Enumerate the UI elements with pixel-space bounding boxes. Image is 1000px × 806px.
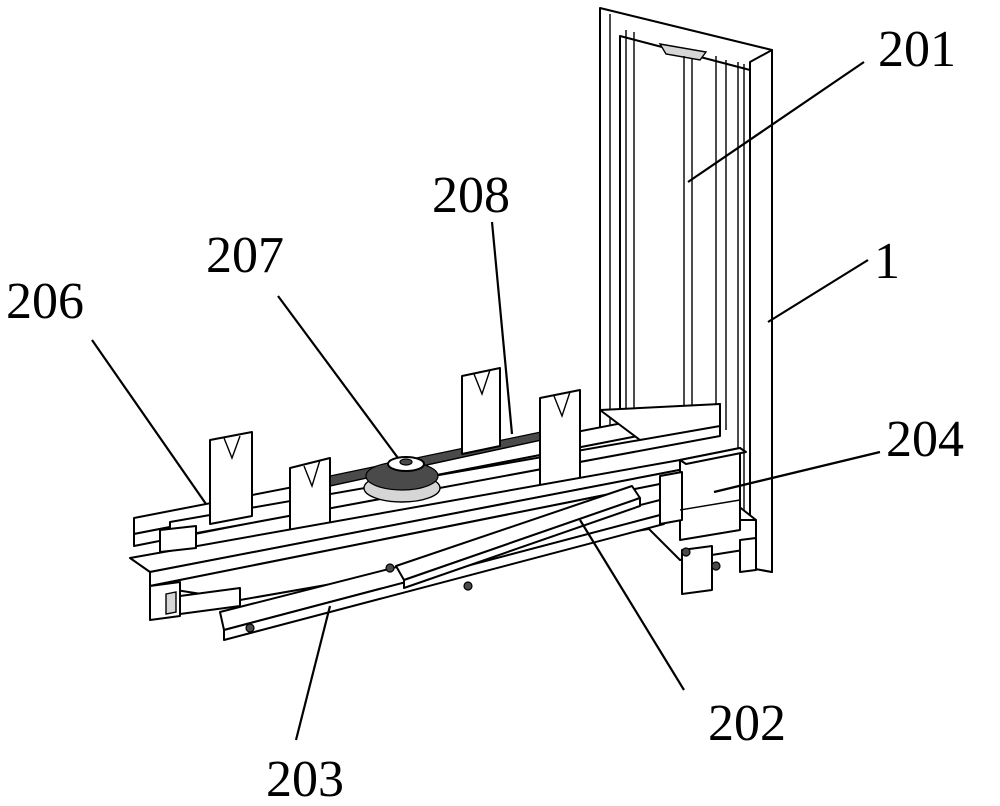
label-207: 207: [206, 227, 284, 284]
label-201: 201: [878, 21, 956, 78]
vertical-frame: [599, 7, 773, 573]
label-202: 202: [708, 695, 786, 752]
label-208: 208: [432, 167, 510, 224]
label-204: 204: [886, 411, 964, 468]
lower-chassis: [129, 459, 757, 601]
label-206: 206: [6, 273, 84, 330]
reference-labels: 201 208 207 206 1 204 202 203: [6, 21, 964, 806]
leader-lines: [91, 61, 881, 741]
left-end-brackets: [149, 525, 241, 621]
motor-box: [659, 447, 747, 541]
label-203: 203: [266, 751, 344, 806]
pulley: [363, 456, 441, 503]
label-1: 1: [874, 233, 900, 290]
